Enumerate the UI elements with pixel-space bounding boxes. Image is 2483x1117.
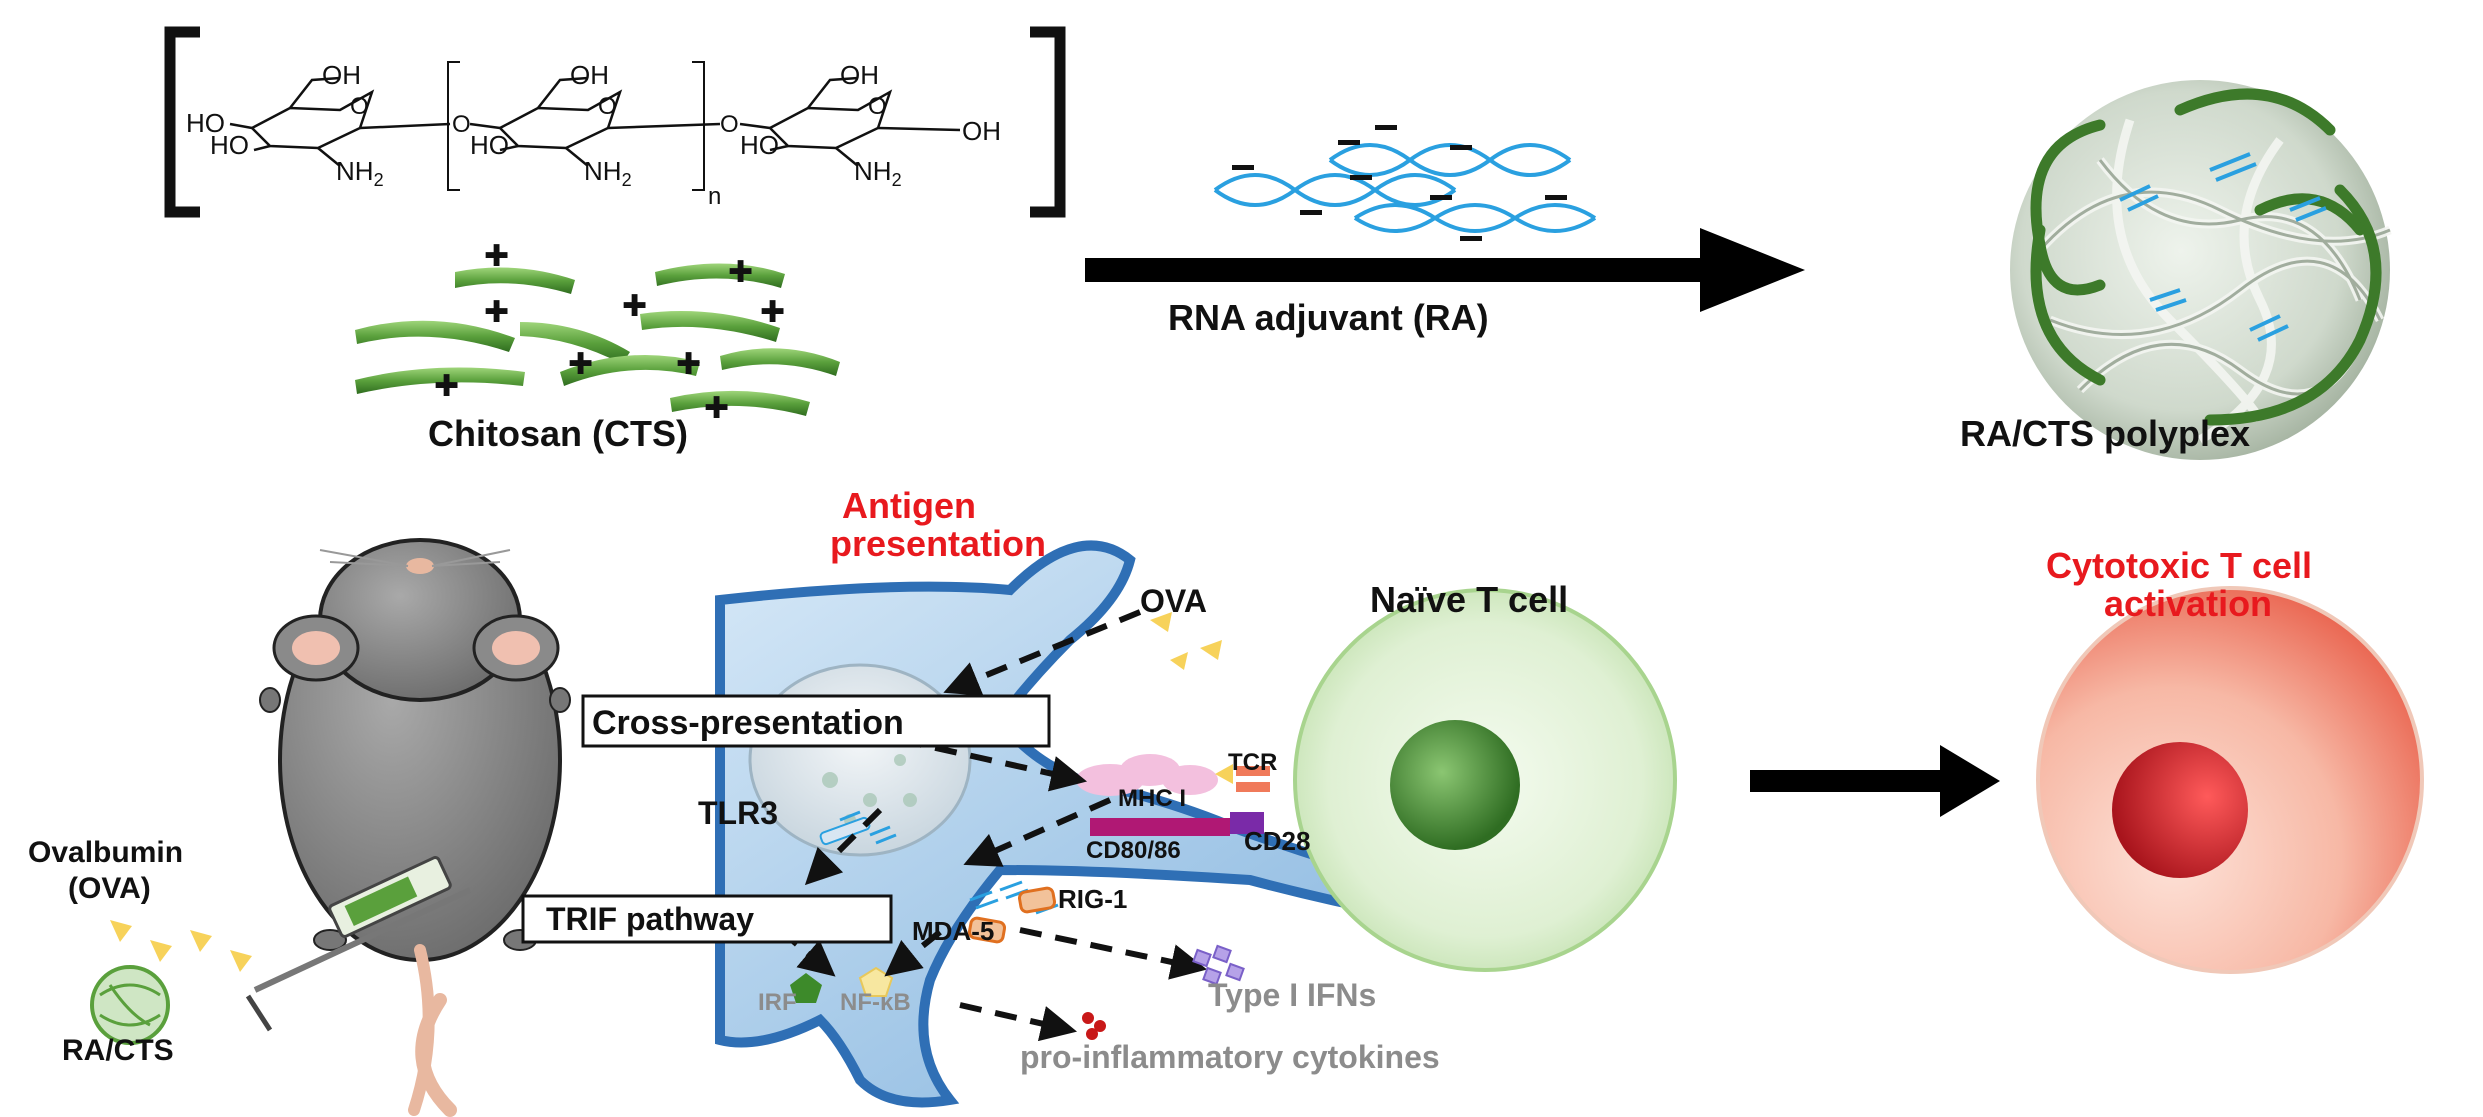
top-process-arrow bbox=[1085, 228, 1805, 312]
activation-arrow bbox=[1750, 745, 2000, 817]
cytotoxic-title-line1: Cytotoxic T cell bbox=[2046, 545, 2312, 586]
naive-t-cell bbox=[1293, 588, 1677, 972]
rna-adjuvant-helices bbox=[1213, 143, 1597, 233]
chem-repeat-n: n bbox=[708, 183, 721, 210]
chem-oh: OH bbox=[962, 116, 1001, 146]
mhc-tcr-complex bbox=[1076, 754, 1270, 836]
mda5-label: MDA-5 bbox=[912, 916, 994, 946]
cytokines-label: pro-inflammatory cytokines bbox=[1020, 1039, 1440, 1075]
chitosan-strands bbox=[355, 263, 840, 416]
cross-presentation-label: Cross-presentation bbox=[592, 704, 904, 742]
svg-text:✚: ✚ bbox=[622, 290, 647, 323]
polyplex-sphere bbox=[2010, 80, 2392, 460]
svg-text:✚: ✚ bbox=[728, 256, 753, 289]
positive-charges: ✚✚ ✚✚ ✚✚ ✚✚ ✚ bbox=[434, 240, 785, 425]
chem-ho: HO bbox=[210, 130, 249, 160]
irf-label: IRF bbox=[758, 989, 797, 1016]
chem-ho: HO bbox=[186, 108, 225, 138]
svg-text:✚: ✚ bbox=[760, 296, 785, 329]
cytotoxic-t-cell bbox=[2036, 586, 2424, 974]
trif-pathway-label: TRIF pathway bbox=[546, 901, 754, 937]
chem-link-o: O bbox=[452, 111, 471, 138]
tcr-label: TCR bbox=[1228, 749, 1277, 776]
chitosan-label: Chitosan (CTS) bbox=[428, 413, 688, 454]
chem-oh: OH bbox=[322, 60, 361, 90]
chem-nh2: NH2 bbox=[584, 156, 632, 190]
chem-link-o: O bbox=[720, 111, 739, 138]
mhc-label: MHC I bbox=[1118, 785, 1186, 812]
cytotoxic-title-line2: activation bbox=[2104, 583, 2272, 624]
chitosan-structure: OH OH OH O O O HO HO HO HO O O OH NH2 NH… bbox=[164, 26, 1066, 218]
antigen-title-line2: presentation bbox=[830, 523, 1046, 564]
small-polyplex-icon bbox=[90, 965, 170, 1045]
polyplex-label: RA/CTS polyplex bbox=[1960, 413, 2250, 454]
svg-text:✚: ✚ bbox=[676, 348, 701, 381]
nfkb-label: NF-κB bbox=[840, 989, 911, 1016]
ovalbumin-label-line2: (OVA) bbox=[68, 872, 151, 905]
tlr3-label: TLR3 bbox=[698, 795, 778, 831]
ifn-icons bbox=[1192, 944, 1245, 986]
chem-ring-o: O bbox=[598, 93, 617, 120]
chem-ring-o: O bbox=[350, 93, 369, 120]
chem-ho: HO bbox=[740, 130, 779, 160]
chem-ring-o: O bbox=[868, 93, 887, 120]
rig1-label: RIG-1 bbox=[1058, 884, 1127, 914]
cross-presentation-box: Cross-presentation bbox=[581, 694, 1051, 748]
cd80-label: CD80/86 bbox=[1086, 837, 1181, 864]
ovalbumin-label-line1: Ovalbumin bbox=[28, 836, 183, 869]
chem-ho: HO bbox=[470, 130, 509, 160]
svg-text:✚: ✚ bbox=[434, 370, 459, 403]
antigen-title-line1: Antigen bbox=[842, 485, 976, 526]
cd28-label: CD28 bbox=[1244, 826, 1310, 856]
racts-label: RA/CTS bbox=[62, 1034, 174, 1067]
chem-oh: OH bbox=[840, 60, 879, 90]
cytokine-icons bbox=[1082, 1012, 1106, 1040]
svg-text:✚: ✚ bbox=[484, 296, 509, 329]
svg-text:✚: ✚ bbox=[568, 348, 593, 381]
trif-pathway-box: TRIF pathway bbox=[521, 894, 893, 944]
rna-adjuvant-label: RNA adjuvant (RA) bbox=[1168, 297, 1489, 338]
svg-text:✚: ✚ bbox=[484, 240, 509, 273]
chem-oh: OH bbox=[570, 60, 609, 90]
chem-nh2: NH2 bbox=[336, 156, 384, 190]
syringe-icon bbox=[245, 856, 472, 1032]
ova-label: OVA bbox=[1140, 583, 1207, 619]
chem-nh2: NH2 bbox=[854, 156, 902, 190]
naive-t-cell-label: Naïve T cell bbox=[1370, 579, 1568, 620]
negative-charges bbox=[1232, 125, 1567, 241]
mouse-illustration bbox=[259, 538, 571, 1117]
svg-text:✚: ✚ bbox=[704, 392, 729, 425]
type1-ifn-label: Type I IFNs bbox=[1208, 977, 1376, 1013]
ova-particles bbox=[1150, 612, 1222, 670]
